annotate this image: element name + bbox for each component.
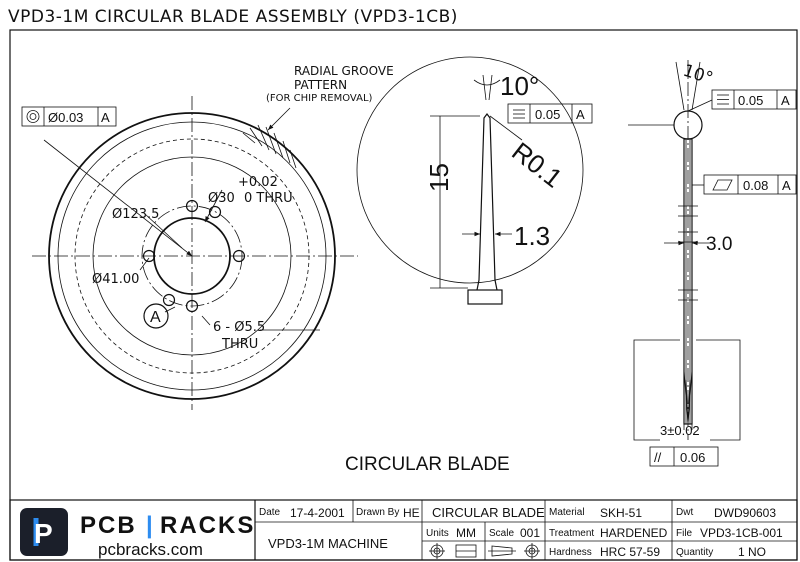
- bolt-circle: [141, 205, 243, 307]
- parallel-frame: // 0.06: [649, 446, 719, 467]
- outer-circle-inner: [57, 121, 327, 391]
- projection-symbols: [429, 543, 540, 559]
- file-value: VPD3-1CB-001: [700, 526, 783, 540]
- hardness-value: HRC 57-59: [600, 545, 660, 559]
- hardness-label: Hardness: [549, 547, 592, 558]
- machine-name: VPD3-1M MACHINE: [268, 536, 388, 551]
- brand-left: PCB: [80, 512, 137, 539]
- drawing-frame: [9, 29, 798, 561]
- side-flat-tolerance: 0.08: [743, 178, 768, 193]
- detail-thickness: 1.3: [514, 221, 550, 251]
- brand-right: RACKS: [160, 512, 255, 539]
- bore-diameter: Ø30: [208, 191, 235, 206]
- material-label: Material: [549, 507, 585, 518]
- concentricity-tolerance: Ø0.03: [48, 110, 83, 125]
- file-label: File: [676, 528, 693, 539]
- side-flatness-tolerance: 0.05: [738, 93, 763, 108]
- concentricity-frame: Ø0.03 A: [21, 106, 117, 127]
- quantity-value: 1 NO: [738, 545, 766, 559]
- holes-thru: THRU: [221, 337, 258, 352]
- dwt-value: DWD90603: [714, 506, 776, 520]
- concentricity-datum: A: [101, 110, 110, 125]
- groove-note-line1: RADIAL GROOVE: [294, 64, 394, 78]
- side-thickness-2: 3±0.02: [660, 423, 700, 438]
- parallel-tolerance: 0.06: [680, 450, 705, 465]
- front-view: RADIAL GROOVE PATTERN (FOR CHIP REMOVAL)…: [21, 64, 510, 475]
- side-flat-datum: A: [782, 178, 791, 193]
- side-flat-frame: 0.08 A: [692, 174, 797, 195]
- title-block: P PCB | RACKS pcbracks.com Date 17-4-200…: [9, 499, 798, 561]
- parallel-symbol: //: [654, 450, 662, 465]
- drawn-value: HE: [403, 506, 420, 520]
- side-angle: 10°: [680, 61, 715, 89]
- scale-label: Scale: [489, 528, 514, 539]
- units-label: Units: [426, 528, 449, 539]
- bore-tol-lower: 0 THRU: [244, 191, 293, 206]
- bolt-holes: [142, 199, 246, 313]
- material-value: SKH-51: [600, 506, 642, 520]
- groove-circle-1: [74, 138, 310, 374]
- datum-a-label: A: [150, 309, 161, 326]
- groove-note-line3: (FOR CHIP REMOVAL): [266, 93, 373, 104]
- radial-grooves: [242, 124, 297, 169]
- outer-diameter: Ø123.5: [112, 207, 159, 222]
- part-name: CIRCULAR BLADE: [432, 505, 545, 520]
- detail-flatness-tolerance: 0.05: [535, 107, 560, 122]
- blade-profile: [476, 113, 498, 291]
- quantity-label: Quantity: [676, 547, 713, 558]
- detail-flatness-datum: A: [576, 107, 585, 122]
- units-value: MM: [456, 526, 476, 540]
- detail-height: 15: [424, 163, 454, 192]
- detail-flatness-frame: 0.05 A: [507, 103, 593, 124]
- treatment-value: HARDENED: [600, 526, 668, 540]
- detail-radius: R0.1: [506, 136, 568, 193]
- date-label: Date: [259, 507, 281, 518]
- groove-circle-2: [92, 156, 292, 356]
- website: pcbracks.com: [98, 540, 203, 559]
- logo-mark: [20, 508, 68, 556]
- detail-angle: 10°: [500, 71, 539, 101]
- detail-view: 10° 0.05 A R0.1 15 1.3: [356, 56, 593, 305]
- holes-note: 6 - Ø5.5: [213, 320, 265, 335]
- logo-letter: P: [34, 518, 53, 549]
- groove-note-line2: PATTERN: [294, 78, 347, 92]
- blade-base: [467, 289, 503, 305]
- date-value: 17-4-2001: [290, 506, 345, 520]
- bore-tol-upper: +0.02: [238, 175, 278, 190]
- drawing-title: VPD3-1M CIRCULAR BLADE ASSEMBLY (VPD3-1C…: [8, 7, 458, 27]
- datum-a-bubble: [143, 303, 169, 329]
- drawn-label: Drawn By: [356, 507, 399, 518]
- dwt-label: Dwt: [676, 507, 693, 518]
- treatment-label: Treatment: [549, 528, 594, 539]
- side-view: 10° 0.05 A: [628, 60, 797, 467]
- detail-circle: [356, 56, 584, 284]
- side-flatness-datum: A: [781, 93, 790, 108]
- side-thickness: 3.0: [706, 234, 732, 255]
- side-flatness-frame: 0.05 A: [687, 89, 797, 112]
- bolt-circle-diameter: Ø41.00: [92, 272, 139, 287]
- brand-separator: |: [146, 512, 153, 539]
- outer-circle: [48, 112, 336, 400]
- scale-value: 001: [520, 526, 540, 540]
- front-view-caption: CIRCULAR BLADE: [345, 454, 510, 475]
